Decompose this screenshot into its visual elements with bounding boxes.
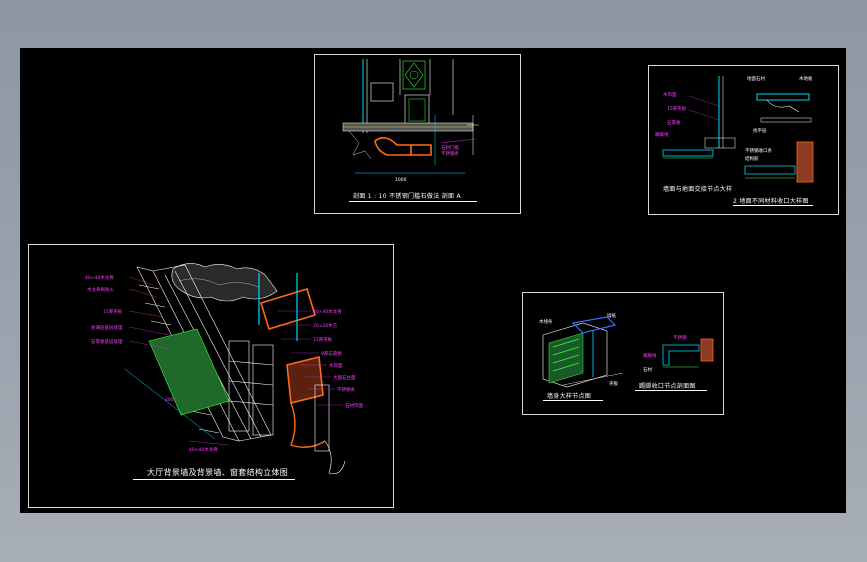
callout-text: 石材 bbox=[643, 366, 652, 373]
callout-text: 地面石材 bbox=[747, 75, 765, 82]
wall-node-caption-left: 墙身大样节点图 bbox=[547, 393, 592, 400]
callout-text: 不锈钢收口条 bbox=[745, 147, 772, 154]
callout-text: 防潮层基层处理 bbox=[91, 324, 123, 331]
cad-model-space[interactable]: 1000 石材门槛 不锈钢条 剖面 1 : 10 不锈钢门槛石做法 剖面 A 木… bbox=[20, 48, 846, 513]
floor-junction-caption-right: 2 地面不同材料收口大样图 bbox=[733, 198, 809, 205]
callout-text: 不锈钢 bbox=[673, 334, 687, 341]
callout-text: 40×40木龙骨 bbox=[85, 274, 114, 281]
callout-text: 结构胶 bbox=[745, 155, 759, 162]
sheet-floor-junction[interactable]: 木饰面 15厚夹板 石膏板 踢脚线 地面石材 木地板 找平层 不锈钢收口条 结构… bbox=[648, 65, 839, 215]
callout-text: 踢脚线 bbox=[655, 131, 669, 138]
callout-text: 木地板 bbox=[799, 75, 813, 82]
dimension-text: 1000 bbox=[395, 177, 407, 183]
callout-text: 40×40木龙骨 bbox=[189, 446, 218, 453]
caption-underline bbox=[349, 201, 477, 202]
sheet-threshold-section[interactable]: 1000 石材门槛 不锈钢条 剖面 1 : 10 不锈钢门槛石做法 剖面 A bbox=[314, 54, 521, 214]
wall-node-caption-right: 踢脚收口节点剖面图 bbox=[639, 383, 696, 390]
caption-underline bbox=[133, 479, 295, 480]
threshold-section-drawing: 1000 石材门槛 不锈钢条 bbox=[342, 59, 479, 183]
callout-text: 20×20木方 bbox=[313, 322, 338, 329]
callout-text: 40×40木龙骨 bbox=[313, 308, 342, 315]
wall-node-drawing: 木线条 墙纸 夹板 踢脚线 不锈钢 石材 bbox=[539, 312, 714, 388]
callout-text: 不锈钢条 bbox=[441, 150, 459, 157]
callout-text: 木饰面 bbox=[329, 362, 343, 369]
callout-text: 夹板 bbox=[609, 380, 618, 387]
callout-text: 木饰面 bbox=[663, 91, 677, 98]
caption-underline bbox=[733, 205, 813, 206]
callout-text: 石材门槛 bbox=[441, 144, 459, 151]
callout-text: 石膏板 bbox=[667, 119, 681, 126]
caption-underline bbox=[635, 390, 707, 391]
callout-text: 不锈钢条 bbox=[337, 386, 355, 393]
sheet-wall-node[interactable]: 木线条 墙纸 夹板 踢脚线 不锈钢 石材 墙身大样节点图 踢脚收口节点剖面图 bbox=[522, 292, 724, 415]
background-wall-3d-drawing: 400 bbox=[124, 263, 346, 475]
callout-text: 墙纸 bbox=[607, 312, 616, 319]
floor-junction-caption-left: 墙面与地面交接节点大样 bbox=[663, 186, 733, 193]
callout-text: 木线条 bbox=[539, 318, 553, 325]
caption-underline bbox=[543, 400, 603, 401]
callout-text: 15厚夹板 bbox=[103, 308, 123, 315]
callout-text: 石膏板基层处理 bbox=[91, 338, 123, 345]
background-wall-caption: 大厅背景墙及背景墙、窗套结构立体图 bbox=[147, 468, 289, 477]
callout-text: 踢脚线 bbox=[643, 352, 657, 359]
threshold-section-caption: 剖面 1 : 10 不锈钢门槛石做法 剖面 A bbox=[353, 193, 461, 200]
callout-text: 木龙骨刷防火 bbox=[87, 286, 114, 293]
callout-text: 找平层 bbox=[753, 127, 767, 134]
background-wall-labels: 40×40木龙骨 木龙骨刷防火 15厚夹板 防潮层基层处理 石膏板基层处理 40… bbox=[85, 274, 363, 453]
callout-text: 15厚夹板 bbox=[313, 336, 333, 343]
floor-junction-drawing: 木饰面 15厚夹板 石膏板 踢脚线 地面石材 木地板 找平层 不锈钢收口条 结构… bbox=[655, 75, 814, 183]
callout-text: 大理石台面 bbox=[333, 374, 356, 381]
callout-text: 9厚石膏板 bbox=[321, 350, 342, 357]
callout-text: 石材饰面 bbox=[345, 402, 363, 409]
dimension-text: 400 bbox=[165, 397, 174, 403]
sheet-background-wall-3d[interactable]: 400 40×40木龙骨 bbox=[28, 244, 394, 508]
callout-text: 15厚夹板 bbox=[667, 105, 687, 112]
